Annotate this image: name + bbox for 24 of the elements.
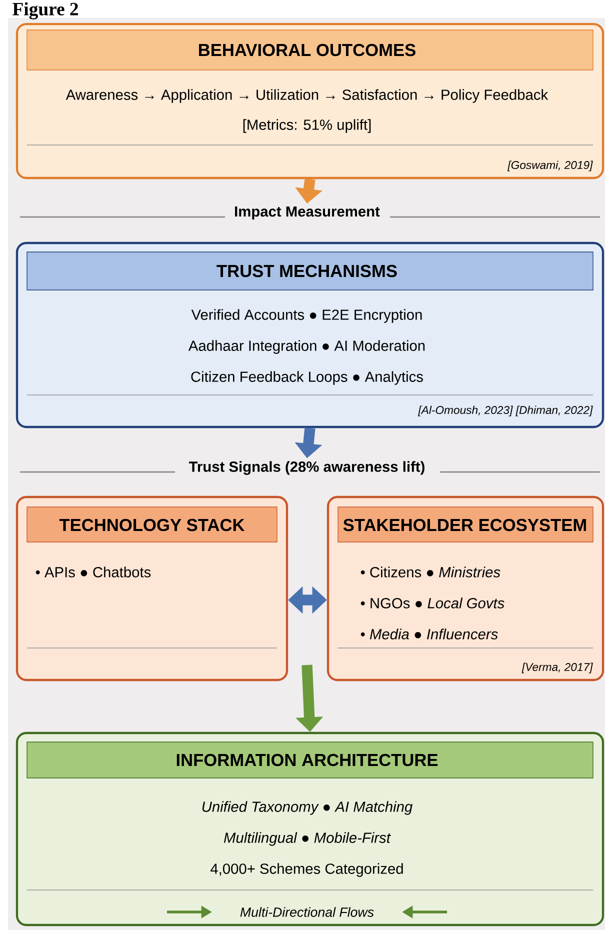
body-text: Multilingual ● Mobile-First <box>224 832 391 846</box>
citation-text: [Goswami, 2019] <box>507 160 593 172</box>
body-text: • Media ● Influencers <box>360 628 498 640</box>
caption-text: Multi-Directional Flows <box>240 907 374 917</box>
body-text: Citizen Feedback Loops ● Analytics <box>191 371 423 385</box>
body-text: • APIs ● Chatbots <box>36 566 151 578</box>
section-label: Impact Measurement <box>235 206 380 220</box>
body-text: 4,000+ Schemes Categorized <box>210 863 403 877</box>
body-text: Unified Taxonomy ● AI Matching <box>202 801 412 815</box>
header-band: TRUST MECHANISMS <box>26 252 594 290</box>
header-band: STAKEHOLDER ECOSYSTEM <box>338 506 594 542</box>
figure-title: Figure 2 <box>12 2 78 20</box>
section-label: Trust Signals (28% awareness lift) <box>188 461 424 475</box>
body-text: [Metrics: 51% uplift] <box>243 119 371 133</box>
citation-text: [Al-Omoush, 2023] [Dhiman, 2022] <box>418 406 593 416</box>
body-text: • NGOs ● Local Govts <box>360 598 504 608</box>
body-text: Verified Accounts ● E2E Encryption <box>191 309 422 323</box>
citation-text: [Verma, 2017] <box>522 662 593 674</box>
header-band: INFORMATION ARCHITECTURE <box>26 742 594 778</box>
body-text: Awareness → Application → Utilization → Satisfaction → Policy Feedback <box>66 89 548 103</box>
body-text: • Citizens ● Ministries <box>360 566 500 578</box>
header-band: TECHNOLOGY STACK <box>26 506 278 542</box>
body-text: Aadhaar Integration ● AI Moderation <box>188 340 425 354</box>
header-band: BEHAVIORAL OUTCOMES <box>26 30 594 70</box>
